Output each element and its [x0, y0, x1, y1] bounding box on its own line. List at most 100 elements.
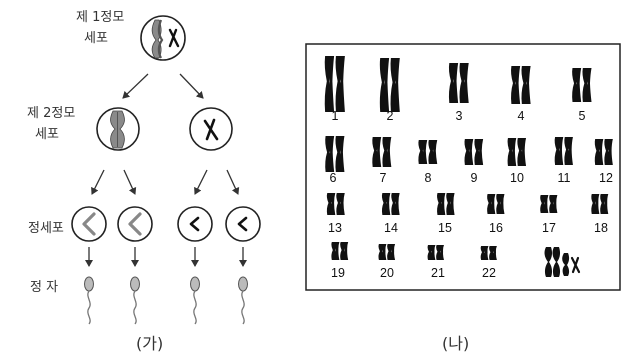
chromosome-number-label: 20 — [380, 266, 394, 280]
chromosome-7 — [385, 137, 392, 167]
chromosome-12 — [607, 139, 613, 165]
arrow-to-secondary-right — [179, 73, 204, 99]
chromosome-1 — [328, 56, 335, 112]
chromosome-22 — [489, 246, 495, 260]
chromosome-11 — [567, 137, 573, 165]
chromosome-18 — [594, 194, 600, 214]
chromosome-1 — [338, 56, 345, 112]
chromosome-number-label: 16 — [489, 221, 503, 235]
chromosome-18 — [591, 194, 597, 214]
secondary-spermatocyte-left-cell — [96, 107, 140, 151]
chromosome-21 — [431, 245, 436, 260]
spermatid-4 — [225, 206, 261, 242]
chromosome-20 — [390, 244, 396, 260]
secondary-spermatocyte-label-line1: 제 2정모 — [27, 106, 75, 121]
chromosome-22 — [492, 246, 497, 260]
spermatid-2 — [117, 206, 153, 242]
chromosome-7 — [375, 137, 382, 167]
arrow-to-secondary-left — [122, 73, 149, 99]
chromosome-21 — [436, 245, 442, 260]
chromosome-21 — [427, 245, 433, 260]
chromosome-18 — [603, 194, 609, 214]
chromosome-number-label: 5 — [579, 109, 586, 123]
chromosome-8 — [431, 140, 438, 164]
chromosome-6 — [328, 136, 335, 172]
chromosome-number-label: 12 — [599, 171, 613, 185]
chromosome-number-label: 10 — [510, 171, 524, 185]
chromosome-9 — [477, 139, 484, 165]
primary-spermatocyte-cell — [140, 15, 186, 61]
chromosome-19 — [343, 242, 349, 260]
chromosome-number-label: 2 — [387, 109, 394, 123]
chromosome-number-label: 3 — [456, 109, 463, 123]
chromosome-13 — [330, 193, 336, 215]
chromosome-20 — [378, 244, 384, 260]
chromosome-number-label: 19 — [331, 266, 345, 280]
chromosome-18 — [600, 194, 606, 214]
chromosome-6 — [338, 136, 345, 172]
chromosome-number-label: 11 — [558, 171, 571, 185]
chromosome-21 — [439, 245, 444, 260]
chromosome-3 — [452, 63, 459, 103]
chromosome-9 — [467, 139, 474, 165]
spermatid-1 — [71, 206, 107, 242]
karyotype-chromosomes — [324, 56, 613, 260]
sperm-1 — [84, 276, 94, 325]
arrow-to-spermatid-1 — [91, 169, 105, 195]
chromosome-13 — [339, 193, 345, 215]
chromosome-number-label: 6 — [330, 171, 337, 185]
chromosome-14 — [385, 193, 391, 215]
chromosome-10 — [520, 138, 527, 166]
chromosome-number-label: 9 — [471, 171, 478, 185]
chromosome-16 — [499, 194, 505, 214]
chromosome-17 — [540, 195, 546, 213]
chromosome-19 — [340, 242, 346, 260]
chromosome-number-label: 4 — [518, 109, 525, 123]
chromosome-12 — [598, 139, 604, 165]
chromosome-number-label: 15 — [438, 221, 452, 235]
spermatid-label: 정세포 — [28, 221, 64, 236]
sex-chromosomes — [544, 247, 581, 277]
sperm-label: 정 자 — [30, 280, 58, 295]
arrow-to-spermatid-3 — [194, 169, 208, 195]
primary-spermatocyte-label-line2: 세포 — [84, 31, 108, 46]
chromosome-17 — [549, 195, 555, 213]
chromosome-4 — [514, 66, 521, 104]
sperm-2 — [130, 276, 140, 325]
chromosome-14 — [394, 193, 400, 215]
chromosome-5 — [585, 68, 592, 102]
chromosome-number-label: 7 — [380, 171, 387, 185]
chromosome-20 — [387, 244, 393, 260]
chromosome-16 — [490, 194, 496, 214]
chromosome-19 — [334, 242, 340, 260]
chromosome-15 — [449, 193, 455, 215]
chromosome-number-label: 1 — [332, 109, 339, 123]
sperm-4 — [238, 276, 248, 325]
chromosome-number-label: 18 — [594, 221, 608, 235]
chromosome-19 — [331, 242, 337, 260]
spermatid-3 — [177, 206, 213, 242]
chromosome-2 — [393, 58, 400, 112]
chromosome-17 — [543, 195, 549, 213]
panel-b-caption: (나) — [442, 334, 469, 353]
chromosome-number-label: 17 — [542, 221, 556, 235]
chromosome-number-label: 14 — [384, 221, 398, 235]
primary-spermatocyte-label-line1: 제 1정모 — [76, 10, 124, 25]
chromosome-15 — [440, 193, 446, 215]
chromosome-20 — [381, 244, 387, 260]
sperm-3 — [190, 276, 200, 325]
chromosome-10 — [510, 138, 517, 166]
chromosome-4 — [524, 66, 531, 104]
chromosome-22 — [480, 246, 486, 260]
chromosome-number-label: 22 — [482, 266, 496, 280]
chromosome-17 — [552, 195, 558, 213]
chromosome-number-label: 21 — [431, 266, 445, 280]
chromosome-3 — [462, 63, 469, 103]
panel-a-spermatogenesis: 제 1정모 세포 제 2정모 세포 정세포 정 자 — [27, 10, 261, 353]
panel-a-caption: (가) — [136, 334, 163, 353]
chromosome-11 — [558, 137, 564, 165]
chromosome-2 — [383, 58, 390, 112]
chromosome-22 — [484, 246, 489, 260]
